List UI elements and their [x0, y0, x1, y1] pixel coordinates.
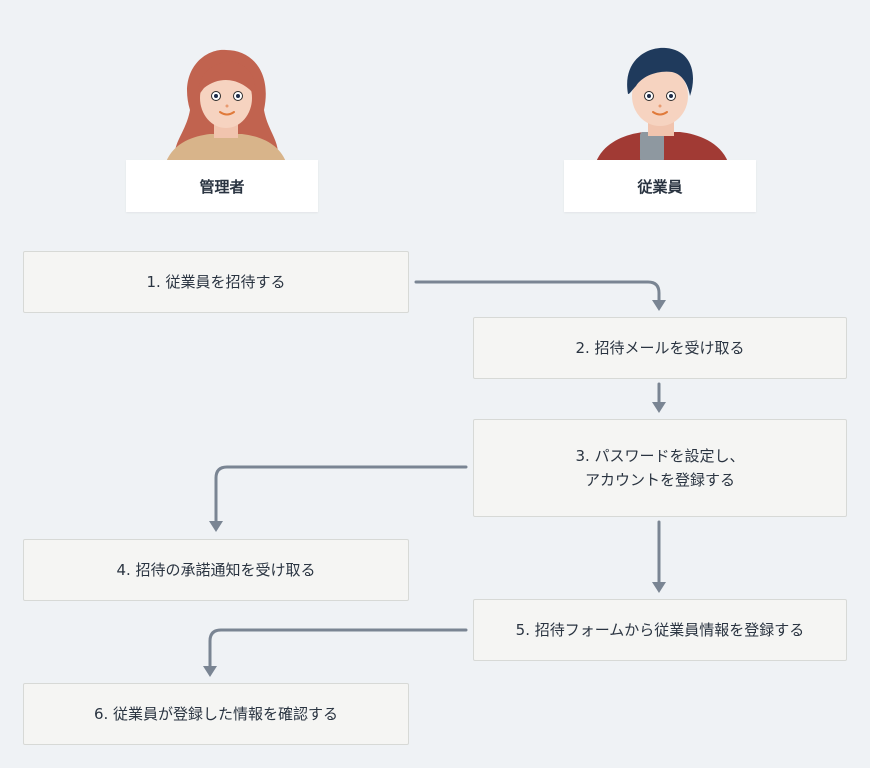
- employee-avatar: [596, 47, 728, 162]
- step-6-label: 6. 従業員が登録した情報を確認する: [93, 705, 339, 723]
- arrowhead-3: [209, 521, 223, 532]
- step-3-box: 3. パスワードを設定し、 アカウントを登録する: [473, 419, 847, 517]
- step-1-label: 1. 従業員を招待する: [146, 273, 286, 291]
- arrow-step1-to-step2: [414, 280, 661, 302]
- admin-avatar: [166, 49, 286, 162]
- step-1-box: 1. 従業員を招待する: [23, 251, 409, 313]
- admin-label: 管理者: [199, 177, 245, 196]
- step-4-box: 4. 招待の承諾通知を受け取る: [23, 539, 409, 601]
- arrow-step5-to-step6: [208, 628, 468, 668]
- step-4-label: 4. 招待の承諾通知を受け取る: [116, 561, 316, 579]
- arrowhead-1: [652, 300, 666, 311]
- step-6-box: 6. 従業員が登録した情報を確認する: [23, 683, 409, 745]
- employee-label-card: 従業員: [564, 160, 756, 212]
- employee-label: 従業員: [637, 177, 683, 196]
- arrowhead-4: [652, 582, 666, 593]
- arrow-step3-to-step4: [214, 465, 468, 524]
- step-3-label: 3. パスワードを設定し、 アカウントを登録する: [575, 447, 745, 489]
- arrowhead-2: [652, 402, 666, 413]
- step-5-box: 5. 招待フォームから従業員情報を登録する: [473, 599, 847, 661]
- arrowhead-5: [203, 666, 217, 677]
- step-5-label: 5. 招待フォームから従業員情報を登録する: [515, 621, 805, 639]
- step-2-box: 2. 招待メールを受け取る: [473, 317, 847, 379]
- admin-label-card: 管理者: [126, 160, 318, 212]
- step-2-label: 2. 招待メールを受け取る: [575, 339, 745, 357]
